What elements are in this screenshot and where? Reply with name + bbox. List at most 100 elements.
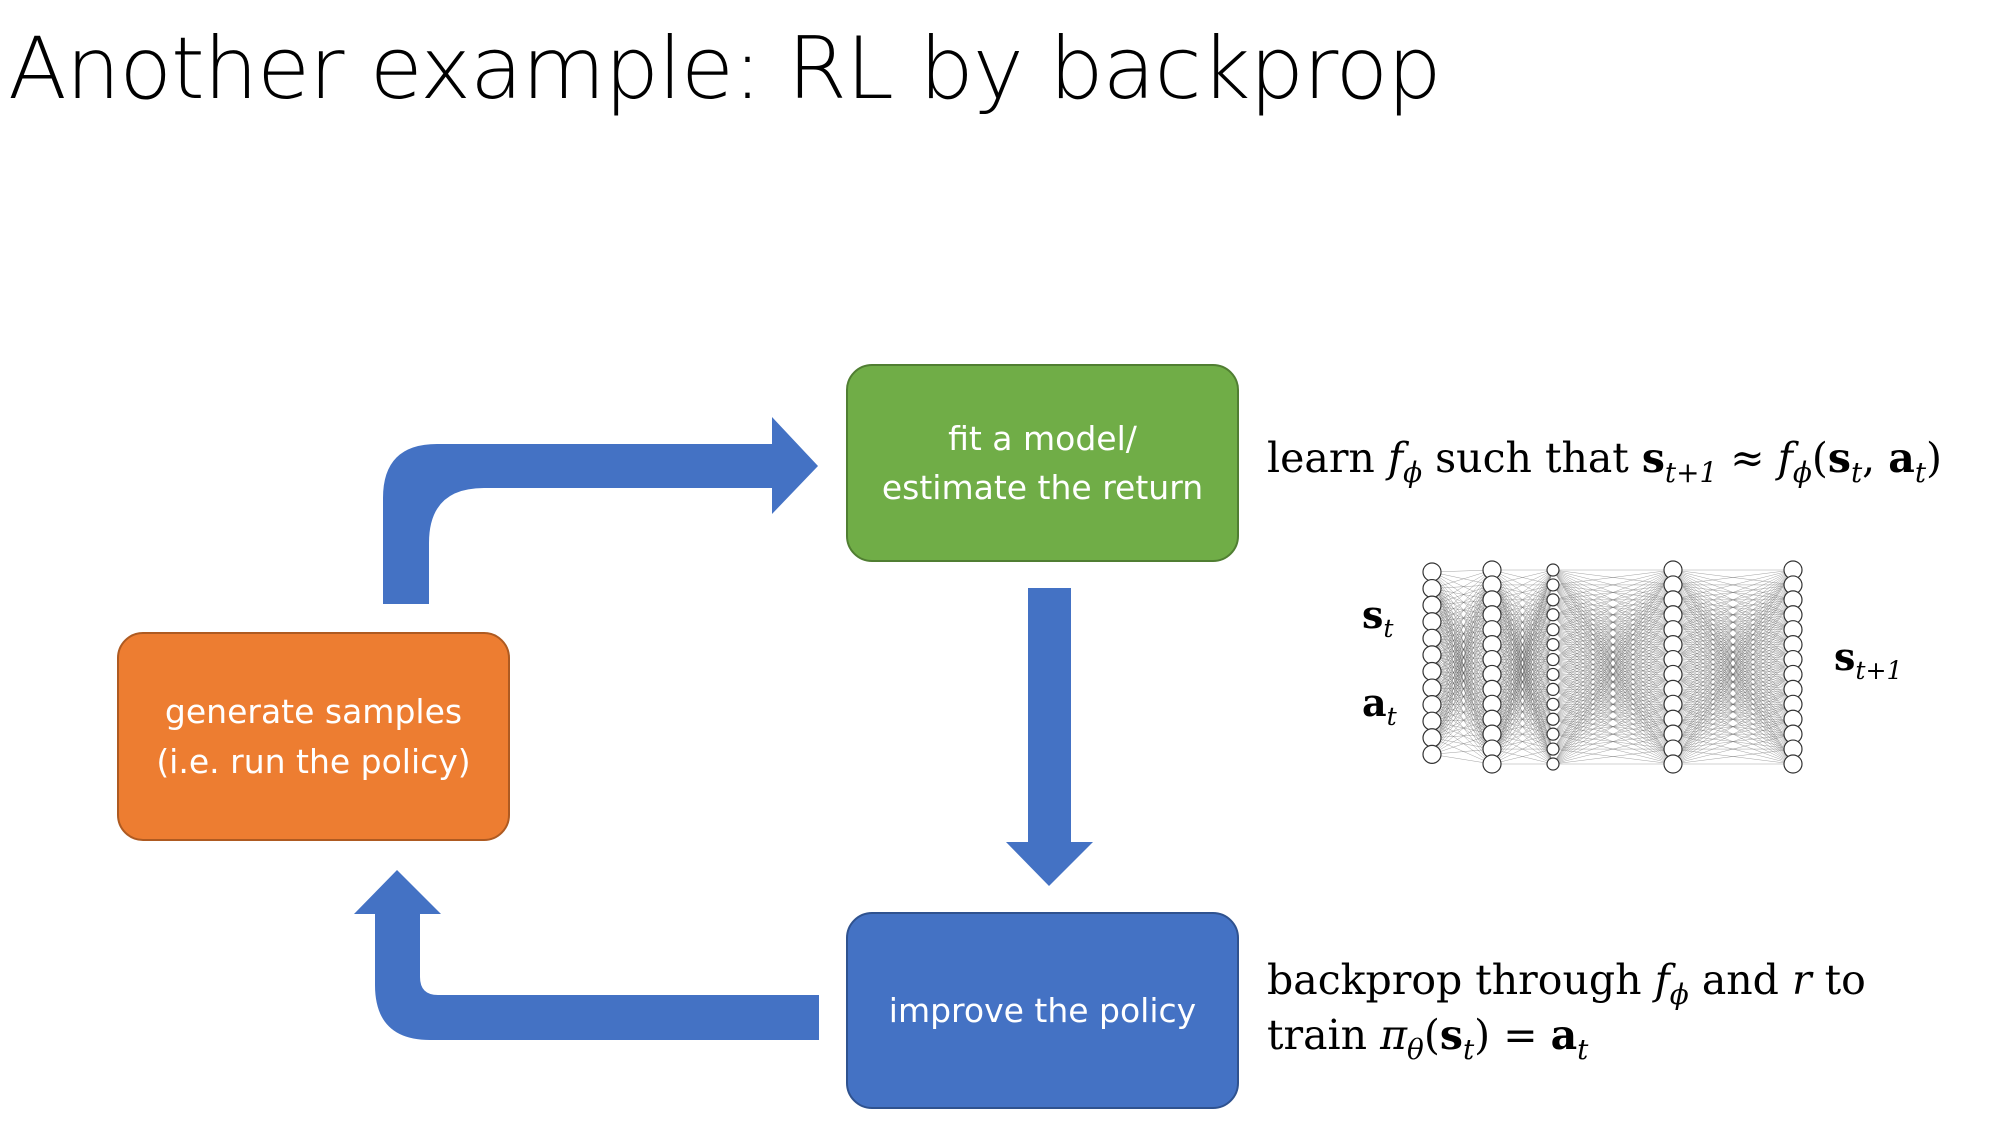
t-subscript-2: t — [1914, 455, 1927, 489]
network-edge — [1552, 569, 1674, 750]
network-edge — [1431, 644, 1493, 705]
f-symbol: f — [1387, 434, 1404, 482]
network-edge — [1672, 659, 1794, 765]
network-edge — [1552, 718, 1674, 765]
network-edge — [1431, 629, 1493, 755]
network-input-a-label: at — [1362, 680, 1397, 729]
network-edge — [1491, 569, 1554, 720]
network-edge — [1431, 674, 1493, 722]
open-paren: ( — [1811, 434, 1828, 482]
phi-subscript-3: ϕ — [1669, 977, 1689, 1011]
network-edge — [1431, 629, 1493, 705]
network-edge — [1431, 638, 1493, 675]
network-edge — [1431, 704, 1493, 739]
network-edge — [1431, 674, 1493, 755]
network-edge — [1431, 629, 1493, 689]
network-edge — [1552, 689, 1674, 765]
network-edge — [1491, 569, 1554, 586]
network-edge — [1431, 659, 1493, 722]
generate-samples-line2: (i.e. run the policy) — [156, 741, 471, 781]
network-edge — [1552, 629, 1674, 765]
network-edge — [1491, 733, 1554, 765]
network-edge — [1431, 584, 1493, 755]
network-edge — [1431, 614, 1493, 656]
and-word: and — [1701, 956, 1779, 1004]
network-edge — [1491, 629, 1554, 765]
network-edge — [1552, 569, 1674, 705]
network-nodes — [1422, 560, 1803, 774]
t-subscript-4: t — [1577, 1033, 1589, 1067]
network-edge — [1431, 569, 1493, 722]
network-edge — [1431, 584, 1493, 656]
network-edge — [1491, 689, 1554, 765]
network-edge — [1431, 584, 1493, 722]
network-edge — [1431, 614, 1493, 755]
network-edge — [1552, 674, 1674, 765]
network-edge — [1672, 569, 1794, 630]
s-symbol-3: s — [1439, 1011, 1463, 1060]
network-edge — [1431, 614, 1493, 639]
such-that-text: such that — [1435, 434, 1629, 482]
network-edge — [1552, 569, 1674, 630]
network-edge — [1431, 629, 1493, 656]
network-node — [1546, 623, 1560, 637]
to-word: to — [1824, 956, 1866, 1004]
network-edge — [1552, 569, 1674, 586]
network-edge — [1672, 569, 1794, 735]
network-edge — [1431, 599, 1493, 622]
network-edge — [1431, 689, 1493, 755]
network-edge — [1431, 644, 1493, 738]
network-edge — [1431, 599, 1493, 738]
network-node — [1422, 661, 1442, 682]
network-node — [1546, 757, 1560, 771]
network-node — [1422, 728, 1442, 748]
network-node — [1546, 682, 1560, 696]
network-edge — [1552, 569, 1674, 660]
network-edge — [1431, 621, 1493, 660]
network-edge — [1491, 569, 1554, 735]
network-edge — [1431, 584, 1493, 622]
network-edge — [1672, 629, 1794, 765]
network-edge — [1431, 674, 1493, 705]
network-edge — [1431, 689, 1493, 705]
open-paren-2: ( — [1423, 1011, 1440, 1060]
network-edge — [1672, 569, 1794, 660]
network-edge — [1431, 638, 1493, 705]
backprop-equation: backprop through fϕ and r to train πθ(st… — [1267, 953, 1866, 1064]
generate-samples-box: generate samples (i.e. run the policy) — [117, 632, 510, 841]
network-node — [1783, 754, 1803, 774]
equals-symbol: = — [1503, 1011, 1538, 1060]
generate-samples-line1: generate samples — [164, 692, 463, 731]
approx-symbol: ≈ — [1730, 434, 1765, 482]
network-edge — [1431, 599, 1493, 705]
network-node — [1663, 754, 1683, 774]
network-node — [1422, 628, 1442, 648]
network-edge — [1431, 754, 1493, 765]
network-edge — [1672, 569, 1794, 586]
network-edge — [1431, 659, 1493, 705]
network-edge — [1431, 569, 1493, 755]
network-edge — [1672, 644, 1794, 765]
network-edge — [1672, 569, 1794, 705]
network-edge — [1431, 654, 1493, 675]
network-edge — [1431, 614, 1493, 672]
network-edge — [1491, 569, 1554, 645]
network-edge — [1431, 584, 1493, 738]
network-edge — [1552, 659, 1674, 765]
arrow-improve-to-generate — [354, 870, 819, 1040]
network-edge — [1672, 584, 1794, 765]
network-node — [1546, 593, 1560, 607]
network-node — [1546, 697, 1560, 711]
a-symbol-2: a — [1550, 1011, 1578, 1060]
network-edge — [1491, 569, 1554, 630]
network-edge — [1552, 569, 1674, 765]
arrow-fit-to-improve — [1006, 588, 1093, 886]
network-edge — [1431, 584, 1493, 606]
network-edge — [1672, 599, 1794, 765]
network-edge — [1672, 704, 1794, 765]
network-edge — [1552, 733, 1674, 765]
network-edge — [1431, 569, 1493, 589]
network-node — [1546, 712, 1560, 726]
network-edge — [1431, 599, 1493, 672]
backprop-through-text: backprop through — [1267, 956, 1642, 1004]
